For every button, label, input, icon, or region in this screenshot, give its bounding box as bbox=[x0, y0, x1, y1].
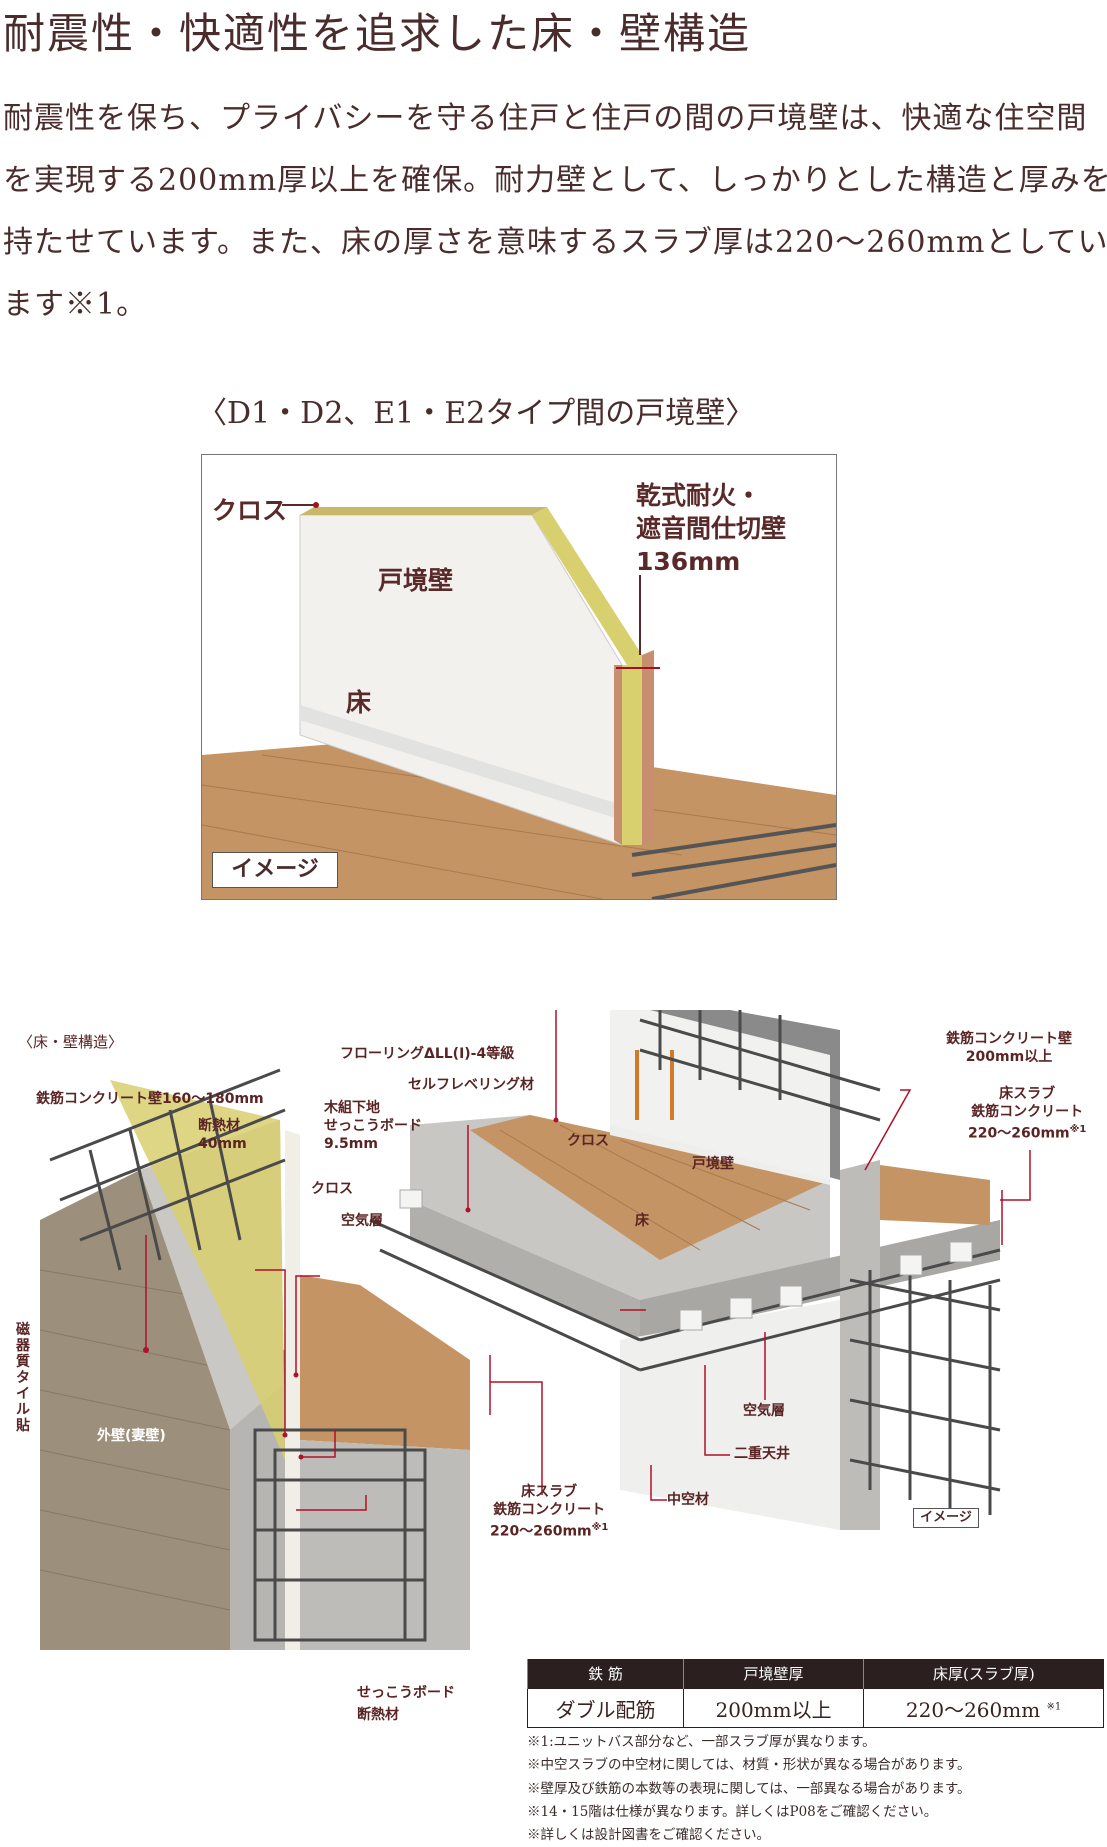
figure1-caption: 〈D1・D2、E1・E2タイプ間の戸境壁〉 bbox=[197, 396, 756, 431]
figure2-caption: 〈床・壁構造〉 bbox=[18, 1033, 124, 1051]
footnotes: ※1:ユニットバス部分など、一部スラブ厚が異なります。 ※中空スラブの中空材に関… bbox=[527, 1731, 970, 1847]
intro-line: ます※1。 bbox=[3, 287, 148, 322]
label-cross-left: クロス bbox=[311, 1181, 353, 1197]
label-cross-right: クロス bbox=[567, 1133, 609, 1149]
footnote: ※中空スラブの中空材に関しては、材質・形状が異なる場合があります。 bbox=[527, 1757, 971, 1774]
label-self-leveling: セルフレベリング材 bbox=[408, 1077, 534, 1093]
image-tag: イメージ bbox=[212, 852, 338, 888]
label-tile: 磁器質タイル貼 bbox=[16, 1322, 30, 1434]
header-wall-thickness: 戸境壁厚 bbox=[682, 1659, 864, 1689]
floor-wood bbox=[202, 735, 836, 899]
label-flooring: フローリングΔLL(Ⅰ)-4等級 bbox=[340, 1046, 515, 1062]
intro-line: 耐震性を保ち、プライバシーを守る住戸と住戸の間の戸境壁は、快適な住空間 bbox=[3, 101, 1088, 136]
intro-line: を実現する200mm厚以上を確保。耐力壁として、しっかりとした構造と厚みを bbox=[3, 163, 1107, 198]
page-title: 耐震性・快適性を追求した床・壁構造 bbox=[3, 9, 752, 58]
value-slab-thickness: 220〜260mm ※1 bbox=[863, 1688, 1104, 1728]
footnote: ※壁厚及び鉄筋の本数等の表現に関しては、一部異なる場合があります。 bbox=[527, 1780, 971, 1797]
intro-paragraph: 耐震性を保ち、プライバシーを守る住戸と住戸の間の戸境壁は、快適な住空間 を実現す… bbox=[3, 88, 1107, 336]
label-hollow-material: 中空材 bbox=[667, 1492, 709, 1508]
label-cross: クロス bbox=[212, 496, 288, 525]
footnote: ※詳しくは設計図書をご確認ください。 bbox=[527, 1827, 770, 1844]
intro-line: 持たせています。また、床の厚さを意味するスラブ厚は220〜260mmとしてい bbox=[3, 225, 1107, 260]
value-wall-thickness: 200mm以上 bbox=[682, 1688, 865, 1728]
floor-wood-center bbox=[470, 1115, 830, 1260]
spec-table: 鉄 筋 戸境壁厚 床厚(スラブ厚) ダブル配筋 200mm以上 220〜260m… bbox=[527, 1659, 1104, 1728]
image-tag-2: イメージ bbox=[913, 1508, 979, 1528]
header-rebar: 鉄 筋 bbox=[527, 1659, 684, 1689]
label-gypsum-bottom: せっこうボード bbox=[357, 1685, 455, 1701]
label-rc-wall-exterior: 鉄筋コンクリート壁160〜180mm bbox=[36, 1091, 264, 1107]
label-outer-wall: 外壁(妻壁) bbox=[97, 1428, 166, 1444]
label-air-layer-ceiling: 空気層 bbox=[743, 1403, 785, 1419]
label-floor: 床 bbox=[346, 688, 372, 717]
label-insulation-bottom: 断熱材 bbox=[357, 1707, 399, 1723]
footnote: ※1:ユニットバス部分など、一部スラブ厚が異なります。 bbox=[527, 1734, 876, 1750]
value-rebar: ダブル配筋 bbox=[527, 1688, 684, 1728]
partition-wall-illustration: クロス 戸境壁 床 乾式耐火・ 遮音間仕切壁 136mm イメージ bbox=[201, 454, 837, 900]
label-floor: 床 bbox=[635, 1213, 649, 1229]
label-boundary-wall: 戸境壁 bbox=[692, 1156, 734, 1172]
header-slab-thickness: 床厚(スラブ厚) bbox=[863, 1659, 1104, 1689]
partition-wall-drawing bbox=[202, 502, 836, 899]
footnote: ※14・15階は仕様が異なります。詳しくはP08をご確認ください。 bbox=[527, 1803, 938, 1820]
label-air-layer-left: 空気層 bbox=[341, 1213, 383, 1229]
label-partition: 乾式耐火・ 遮音間仕切壁 136mm bbox=[636, 481, 787, 576]
label-boundary-wall: 戸境壁 bbox=[378, 566, 454, 595]
label-double-ceiling: 二重天井 bbox=[734, 1446, 790, 1462]
floor-wall-structure-drawing bbox=[39, 1010, 1031, 1650]
table-row: ダブル配筋 200mm以上 220〜260mm ※1 bbox=[527, 1688, 1104, 1728]
table-header-row: 鉄 筋 戸境壁厚 床厚(スラブ厚) bbox=[527, 1659, 1104, 1689]
